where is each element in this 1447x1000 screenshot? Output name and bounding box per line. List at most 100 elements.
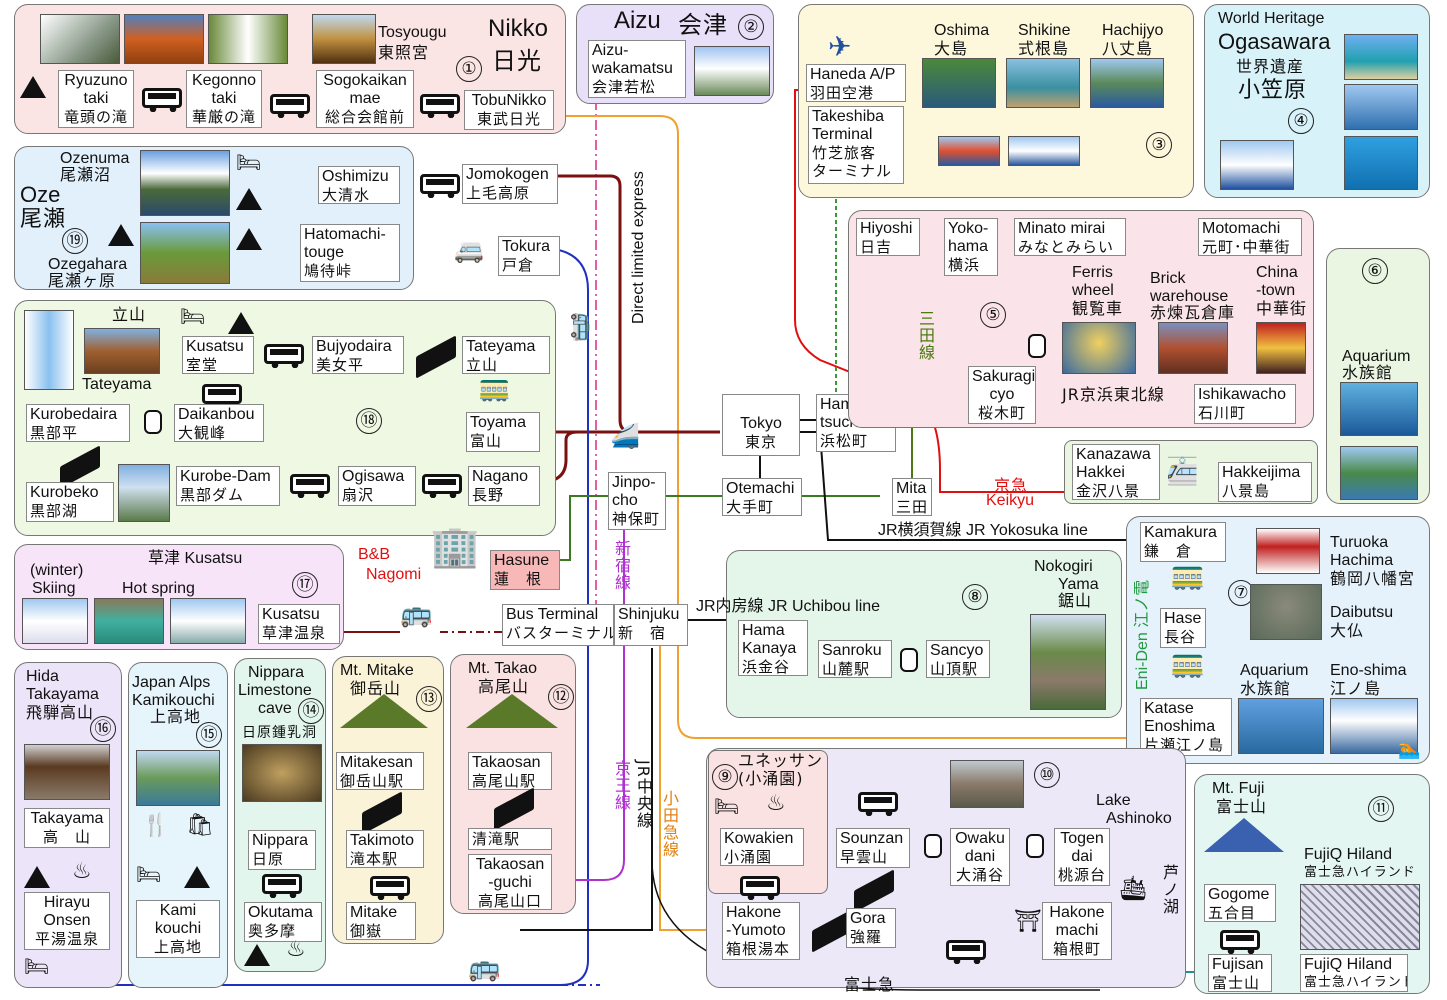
oshima-label: Oshima [934,22,990,39]
aquarium-photo [1238,698,1324,754]
onsen-icon: ♨ [72,858,92,883]
aizu-title: Aizu [614,7,661,34]
bus-icon [858,792,898,816]
daibutsu-label: Daibutsu [1330,604,1394,621]
hotel-icon: 🛏 [136,864,162,886]
restaurant-icon: 🍴 [142,812,170,837]
kusatsu-skiing: Skiing [32,580,76,597]
hakkei-aquarium-jp: 水族館 [1342,363,1394,382]
fujikyu-label: 富士急 [844,975,896,994]
station-kiyotaki[interactable]: 清滝駅 [468,828,552,850]
cave-photo [242,744,322,802]
ogasawara-wh: World Heritage [1218,10,1325,27]
shikine-photo [1006,58,1080,108]
hotel-icon: 🛏 [236,152,262,174]
camp-icon [24,866,50,888]
lake-label-jp: 芦ノ湖 [1160,864,1179,915]
nagomi-label: Nagomi [366,566,422,583]
lake-label2: Ashinoko [1106,810,1172,827]
brick-label-jp: 赤煉瓦倉庫 [1150,303,1236,322]
eniden-label: Eni-Den 江ノ電 [1134,579,1151,690]
shikine-label: Shikine [1018,22,1071,39]
bus-icon [290,474,330,498]
aizu-title-jp: 会津 [678,11,728,39]
bus-icon [740,876,780,900]
bus-side-icon: 🚌 [400,598,433,628]
shikine-label-jp: 式根島 [1018,39,1070,58]
ozenuma-label-jp: 尾瀬沼 [60,165,112,184]
fuji-title: Mt. Fuji [1212,780,1265,797]
hachijyo-label-jp: 八丈島 [1102,39,1154,58]
brick-photo [1158,322,1228,374]
camp-icon [236,228,262,250]
ozenuma-photo [140,150,230,216]
nokogiri-title-jp: 鋸山 [1058,591,1093,610]
ogasawara-title: Ogasawara [1218,29,1331,54]
kusatsu-title: 草津 Kusatsu [148,550,243,567]
